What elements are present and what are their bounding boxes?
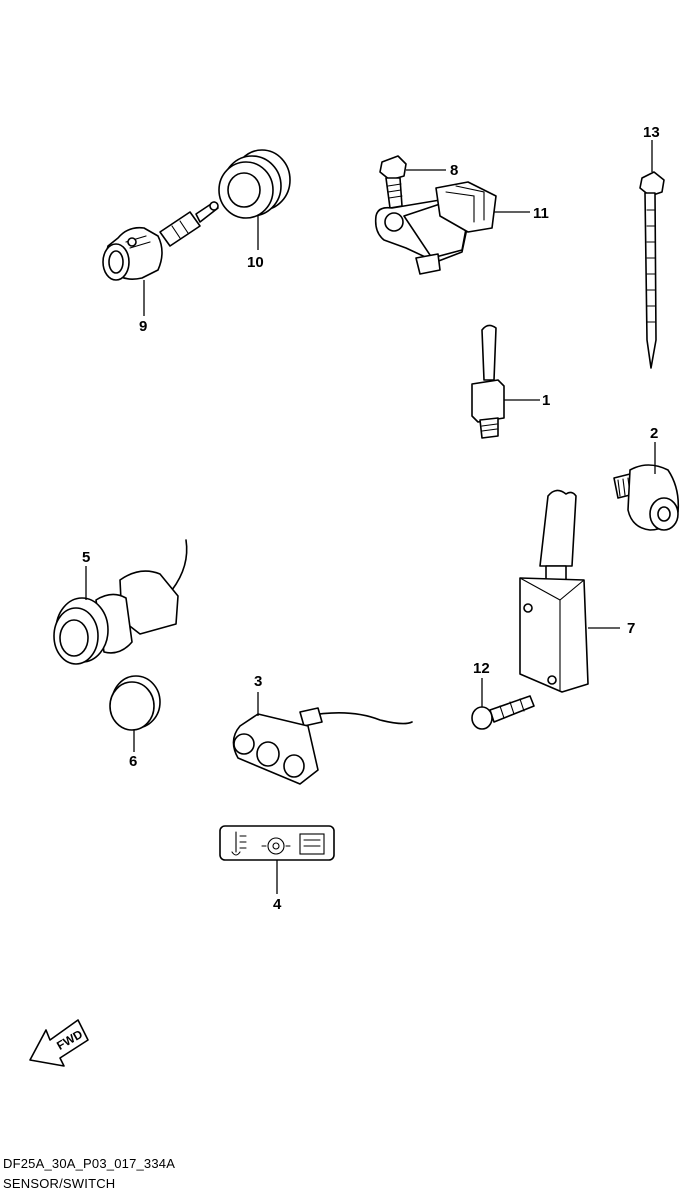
- diagram-title: SENSOR/SWITCH: [3, 1176, 116, 1191]
- callout-2: 2: [650, 425, 658, 442]
- callout-8: 8: [450, 162, 458, 179]
- part-11-pressure-sensor: [374, 181, 530, 275]
- callout-3: 3: [254, 673, 262, 690]
- part-4-label-plate: [219, 825, 335, 894]
- part-1-temperature-sensor: [471, 324, 540, 439]
- part-6-cap: [109, 675, 161, 752]
- callout-10: 10: [247, 254, 264, 271]
- diagram-code: DF25A_30A_P03_017_334A: [3, 1156, 176, 1171]
- part-8-bolt: [379, 155, 446, 209]
- callout-5: 5: [82, 549, 90, 566]
- part-2-switch: [613, 442, 680, 531]
- callout-4: 4: [273, 896, 282, 913]
- callout-1: 1: [542, 392, 550, 409]
- part-13-cable-tie: [639, 140, 665, 369]
- callout-6: 6: [129, 753, 137, 770]
- part-5-connector: [53, 539, 188, 665]
- part-7-switch: [519, 489, 620, 693]
- callout-9: 9: [139, 318, 147, 335]
- part-9-sensor: [102, 201, 219, 316]
- fwd-arrow-icon: FWD: [29, 1019, 89, 1067]
- callout-12: 12: [473, 660, 490, 677]
- callout-7: 7: [627, 620, 635, 637]
- callout-13: 13: [643, 124, 660, 141]
- part-3-sensor-bracket: [232, 692, 413, 785]
- part-12-bolt: [471, 678, 535, 730]
- part-10-grommet: [218, 149, 291, 250]
- callout-11: 11: [533, 205, 549, 222]
